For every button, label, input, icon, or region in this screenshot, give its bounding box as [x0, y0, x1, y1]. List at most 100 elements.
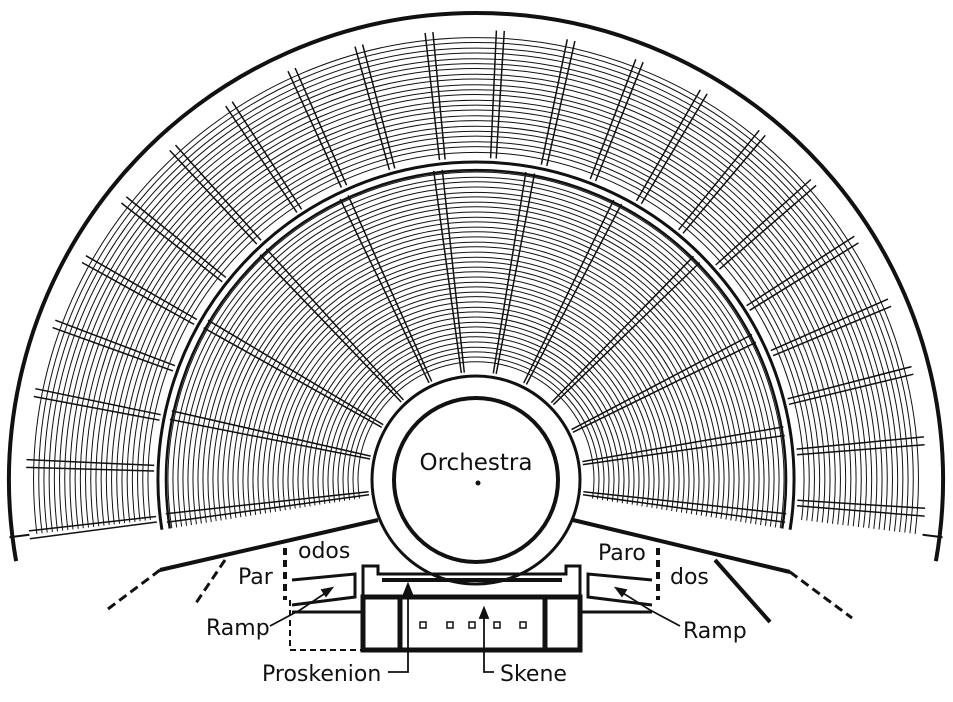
- seat-row-lower: [252, 256, 700, 515]
- seat-row-lower: [202, 206, 750, 523]
- seat-row-lower: [237, 241, 715, 518]
- stairway-upper: [640, 93, 708, 205]
- stairway-upper: [796, 436, 924, 450]
- ramp-right-label: Ramp: [683, 619, 747, 644]
- stairway-upper: [26, 466, 155, 472]
- stairway-lower: [492, 171, 527, 374]
- seat-row-lower: [292, 296, 660, 509]
- lower-tier-edge: [164, 168, 788, 529]
- stairway-upper: [594, 61, 644, 182]
- stairway-upper: [746, 235, 855, 307]
- stairway-upper: [495, 30, 506, 159]
- seat-row-lower: [267, 271, 685, 513]
- stairway-upper: [715, 178, 812, 266]
- stairway-lower: [339, 198, 430, 384]
- stairway-upper: [354, 46, 391, 171]
- stairway-upper: [125, 196, 227, 278]
- stairway-upper: [635, 89, 701, 202]
- parodos-left: [103, 518, 379, 651]
- label-leaders: [269, 581, 681, 673]
- stairway-upper: [424, 32, 441, 161]
- diazoma-walkway: [156, 160, 796, 530]
- stairway-upper: [772, 305, 892, 357]
- seat-row-lower: [172, 176, 780, 528]
- seat-row-lower: [312, 316, 640, 506]
- stairway-upper: [231, 101, 303, 210]
- seat-row-lower: [337, 341, 615, 502]
- seat-row-lower: [277, 281, 675, 512]
- stairway-upper: [788, 373, 914, 406]
- seat-row-lower: [327, 331, 625, 504]
- seat-row-lower: [282, 286, 670, 511]
- stairway-upper: [489, 30, 498, 159]
- seat-row-lower: [222, 226, 730, 520]
- seat-row-lower: [187, 191, 765, 526]
- stairway-upper: [770, 298, 889, 352]
- stairway-lower: [265, 248, 405, 401]
- stairway-lower: [432, 170, 463, 374]
- orchestra-label: Orchestra: [420, 450, 533, 476]
- stairway-upper: [81, 261, 195, 326]
- stairway-upper: [540, 39, 569, 165]
- seat-row-lower: [207, 211, 745, 522]
- skene-label: Skene: [500, 662, 567, 687]
- seat-row-lower: [332, 336, 620, 503]
- proskenion-label: Proskenion: [262, 662, 381, 687]
- stairway-lower: [207, 319, 384, 426]
- stairway-upper: [749, 242, 859, 311]
- parodos-left-label-b: odos: [298, 539, 350, 564]
- seat-row-lower: [322, 326, 630, 504]
- stairway-lower: [259, 254, 402, 403]
- parodos-left-label-a: Par: [238, 565, 274, 590]
- stairway-upper: [225, 105, 298, 213]
- stairway-lower: [550, 255, 695, 404]
- stairway-upper: [35, 387, 161, 416]
- stairway-lower: [552, 261, 701, 406]
- seat-row-lower: [307, 311, 645, 507]
- stairway-lower: [582, 434, 785, 466]
- stairway-lower: [495, 173, 536, 375]
- stairway-upper: [33, 395, 160, 421]
- stairway-upper: [678, 129, 760, 231]
- seat-row-lower: [287, 291, 665, 510]
- seat-row-upper: [38, 42, 914, 534]
- seat-row-lower: [167, 171, 785, 529]
- seat-row-upper: [33, 37, 919, 534]
- stairway-lower: [441, 169, 466, 373]
- seat-row-lower: [177, 181, 775, 527]
- stairway-lower: [523, 199, 615, 384]
- stairway-upper: [26, 458, 155, 467]
- parodos-right-label-a: Paro: [598, 541, 646, 566]
- stairway-upper: [787, 365, 912, 400]
- ramp-left-label: Ramp: [206, 616, 270, 641]
- theatron-seating: [7, 11, 945, 562]
- seat-row-lower: [272, 276, 680, 512]
- stairway-upper: [29, 521, 157, 540]
- stairway-lower: [571, 333, 753, 431]
- stairway-lower: [525, 203, 623, 385]
- seat-row-lower: [317, 321, 635, 505]
- seat-row-upper: [147, 151, 805, 521]
- stairway-lower: [171, 410, 371, 457]
- stairway-upper: [796, 443, 925, 456]
- orchestra-center-dot: [475, 480, 481, 486]
- seat-row-upper: [43, 47, 909, 533]
- seat-row-lower: [192, 196, 760, 525]
- seat-row-lower: [302, 306, 650, 508]
- seat-row-lower: [347, 351, 605, 501]
- outer-end-right: [922, 533, 943, 539]
- stairway-upper: [797, 499, 926, 510]
- seat-row-lower: [342, 346, 610, 501]
- stairway-lower: [347, 195, 433, 382]
- stairway-upper: [287, 70, 343, 188]
- seat-row-lower: [257, 261, 695, 515]
- stairway-lower: [166, 493, 370, 524]
- seat-row-lower: [352, 356, 600, 500]
- seat-row-lower: [357, 361, 595, 499]
- stairway-lower: [165, 490, 369, 515]
- stairway-upper: [796, 505, 925, 517]
- parodos-right: [572, 518, 853, 624]
- skene-building: [360, 564, 583, 653]
- seat-row-lower: [227, 231, 725, 519]
